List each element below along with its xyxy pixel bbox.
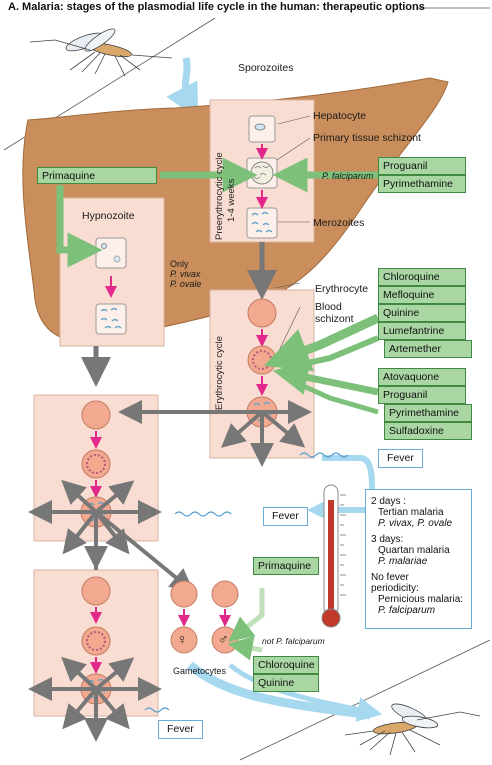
drug-chloroquine: Chloroquine	[378, 268, 466, 286]
male-symbol: ♂	[218, 631, 229, 647]
no-fever-label: No fever	[371, 572, 409, 583]
gametocyte-precursor-1	[170, 580, 198, 608]
erythrocyte-cell	[247, 298, 277, 328]
fever-wave-1	[299, 452, 349, 458]
label-p-vivax: P. vivax	[170, 269, 201, 279]
three-days-label: 3 days:	[371, 534, 404, 545]
hypnozoite-schizont-cell	[95, 303, 127, 335]
label-weeks: 1-4 weeks	[226, 178, 237, 222]
drug-artemether: Artemether	[384, 340, 472, 358]
diagram-title: A. Malaria: stages of the plasmodial lif…	[8, 1, 425, 13]
primaquine-gametocyte-arrow	[228, 588, 265, 642]
label-merozoites: Merozoites	[313, 217, 365, 229]
erythrocyte-cell-3	[81, 576, 111, 606]
hypnozoite-cell	[95, 237, 127, 269]
drug-quinine-gametocytes: Quinine	[253, 674, 319, 692]
quartan-label: Quartan malaria	[378, 545, 450, 556]
drug-lumefantrine: Lumefantrine	[378, 322, 466, 340]
mosquito-top-icon	[29, 28, 173, 77]
tertian-species: P. vivax, P. ovale	[378, 518, 453, 529]
label-blood: Blood	[315, 301, 342, 313]
arrow-chloroquine-group	[263, 313, 380, 372]
primary-tissue-schizont-cell	[246, 157, 278, 189]
drug-proguanil-blood: Proguanil	[378, 386, 466, 404]
gametocyte-precursor-2	[211, 580, 239, 608]
drug-primaquine-liver: Primaquine	[37, 167, 157, 184]
drug-pyrimethamine-blood: Pyrimethamine	[384, 404, 472, 422]
periodicity-label: periodicity:	[371, 583, 419, 594]
label-primary-tissue-schizont: Primary tissue schizont	[313, 132, 421, 144]
female-symbol: ♀	[177, 631, 188, 647]
merozoites-cell	[246, 207, 278, 239]
mosquito-bottom-icon	[344, 703, 481, 756]
gametocyte-to-mosquito-arrow	[187, 661, 371, 720]
label-hepatocyte: Hepatocyte	[313, 110, 367, 122]
drug-chloroquine-gametocytes: Chloroquine	[253, 656, 319, 674]
arrow-atovaquone-group	[272, 360, 379, 396]
hepatocyte-cell	[248, 115, 276, 143]
label-hypnozoite: Hypnozoite	[82, 210, 135, 222]
label-p-ovale: P. ovale	[170, 279, 202, 289]
fever-wave-3	[144, 707, 170, 713]
drug-primaquine-gametocytes: Primaquine	[253, 557, 319, 575]
label-p-falciparum: P. falciparum	[322, 171, 374, 181]
thermometer-icon	[321, 484, 346, 628]
fever-box-2: Fever	[263, 507, 308, 526]
label-gametocytes: Gametocytes	[173, 666, 227, 676]
fever-box-3: Fever	[158, 720, 203, 739]
label-only: Only	[170, 259, 189, 269]
fever-wave-2	[174, 511, 232, 517]
label-preerythrocytic-cycle: Preerythrocytic cycle	[214, 152, 225, 240]
quartan-species: P. malariae	[378, 556, 428, 567]
drug-quinine: Quinine	[378, 304, 466, 322]
drug-proguanil-liver: Proguanil	[378, 157, 466, 175]
drug-atovaquone: Atovaquone	[378, 368, 466, 386]
pernicious-label: Pernicious malaria:	[378, 594, 464, 605]
erythrocyte-cell-2	[81, 400, 111, 430]
sporozoite-entry-arrow	[166, 57, 199, 120]
label-schizont: schizont	[315, 313, 354, 325]
tertian-label: Tertian malaria	[378, 507, 444, 518]
label-erythrocyte: Erythrocyte	[315, 283, 369, 295]
female-gametocyte	[170, 626, 198, 654]
fever-box-1: Fever	[378, 449, 423, 468]
label-erythrocytic-cycle: Erythrocytic cycle	[214, 336, 225, 410]
drug-mefloquine: Mefloquine	[378, 286, 466, 304]
pernicious-species: P. falciparum	[378, 605, 436, 616]
primaquine-arrow-hypnozoite	[56, 185, 103, 268]
drug-sulfadoxine: Sulfadoxine	[384, 422, 472, 440]
drug-pyrimethamine-liver: Pyrimethamine	[378, 175, 466, 193]
two-days-label: 2 days :	[371, 496, 407, 507]
label-sporozoites: Sporozoites	[238, 62, 294, 74]
fever-periodicity-box: 2 days : Tertian malaria P. vivax, P. ov…	[365, 489, 472, 629]
label-not-p-falciparum: not P. falciparum	[262, 636, 325, 646]
